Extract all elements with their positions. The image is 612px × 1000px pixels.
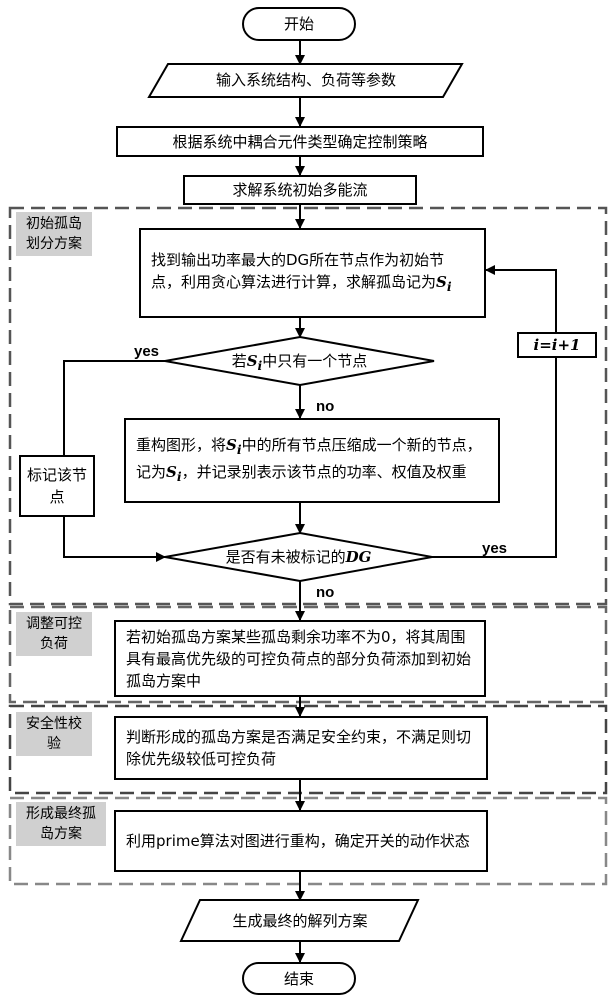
start-terminal: 开始 — [242, 7, 356, 41]
rebuild-graph-label: 重构图形，将Si中的所有节点压缩成一个新的节点，记为Si，并记录别表示该节点的功… — [136, 434, 488, 488]
adjust-load-label: 若初始孤岛方案某些孤岛剩余功率不为0，将其周围具有最高优先级的可控负荷点的部分负… — [126, 626, 474, 692]
solve-label: 求解系统初始多能流 — [232, 179, 367, 201]
strategy-box: 根据系统中耦合元件类型确定控制策略 — [116, 126, 484, 157]
prime-rebuild-box: 利用prime算法对图进行重构，确定开关的动作状态 — [114, 810, 488, 872]
section-label-safety: 安全性校验 — [16, 712, 92, 756]
section-label-initial: 初始孤岛划分方案 — [16, 212, 92, 256]
mark-node-label: 标记该节点 — [27, 464, 87, 508]
increment-box: i=i+1 — [517, 332, 597, 358]
section-label-final: 形成最终孤岛方案 — [16, 802, 106, 846]
increment-label: i=i+1 — [534, 334, 581, 356]
rebuild-graph-box: 重构图形，将Si中的所有节点压缩成一个新的节点，记为Si，并记录别表示该节点的功… — [124, 418, 500, 503]
mark-node-box: 标记该节点 — [19, 455, 95, 517]
edge-label-yes-left: yes — [134, 342, 159, 362]
safety-check-box: 判断形成的孤岛方案是否满足安全约束，不满足则切除优先级较低可控负荷 — [114, 716, 488, 780]
solve-box: 求解系统初始多能流 — [183, 175, 417, 205]
decision-single-node-label: 若Si中只有一个节点 — [165, 350, 434, 377]
find-initial-node-box: 找到输出功率最大的DG所在节点作为初始节点，利用贪心算法进行计算，求解孤岛记为S… — [139, 228, 486, 318]
decision-unmarked-dg-label: 是否有未被标记的DG — [165, 546, 432, 568]
prime-rebuild-label: 利用prime算法对图进行重构，确定开关的动作状态 — [126, 830, 470, 852]
find-initial-node-label: 找到输出功率最大的DG所在节点作为初始节点，利用贪心算法进行计算，求解孤岛记为S… — [151, 249, 474, 298]
edge-label-yes-right: yes — [482, 539, 507, 559]
end-label: 结束 — [284, 968, 314, 990]
input-label: 输入系统结构、负荷等参数 — [168, 69, 444, 91]
strategy-label: 根据系统中耦合元件类型确定控制策略 — [172, 131, 427, 153]
output-label: 生成最终的解列方案 — [190, 910, 410, 932]
adjust-load-box: 若初始孤岛方案某些孤岛剩余功率不为0，将其周围具有最高优先级的可控负荷点的部分负… — [114, 620, 486, 697]
edge-label-no-down: no — [316, 397, 334, 417]
safety-check-label: 判断形成的孤岛方案是否满足安全约束，不满足则切除优先级较低可控负荷 — [126, 726, 476, 770]
section-label-adjust: 调整可控负荷 — [16, 612, 92, 656]
edge-label-no-bottom: no — [316, 583, 334, 603]
start-label: 开始 — [284, 13, 314, 35]
end-terminal: 结束 — [242, 962, 356, 995]
